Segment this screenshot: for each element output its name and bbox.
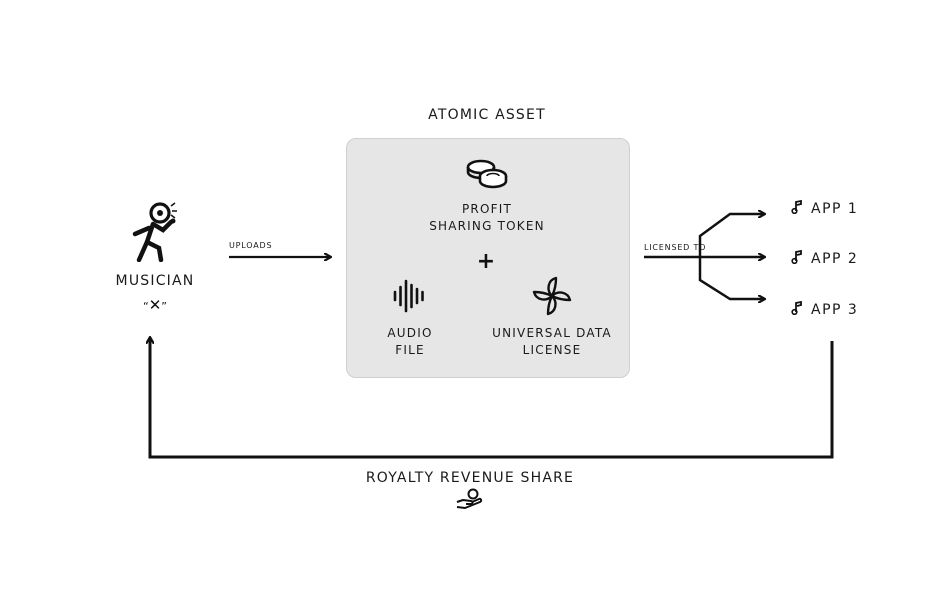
royalty-loop	[150, 338, 834, 459]
quote-close: ”	[161, 300, 167, 313]
audio-label: AUDIO FILE	[370, 325, 450, 359]
token-line1: PROFIT	[462, 202, 512, 216]
singer-icon	[127, 200, 185, 263]
license-line2: LICENSE	[522, 343, 582, 357]
app-label-2: APP 2	[811, 251, 859, 267]
musician-mark: “✕”	[120, 296, 190, 314]
app-label-3: APP 3	[811, 302, 859, 318]
coins-icon	[465, 158, 509, 190]
quote-open: “	[143, 300, 149, 313]
pinwheel-icon	[532, 276, 572, 316]
x-mark: ✕	[148, 296, 162, 314]
royalty-label: ROYALTY REVENUE SHARE	[365, 470, 575, 486]
token-label: PROFIT SHARING TOKEN	[407, 201, 567, 235]
audio-line2: FILE	[395, 343, 425, 357]
plus-sign: +	[476, 249, 496, 274]
app-item-2: APP 2	[791, 248, 859, 268]
waveform-icon	[392, 278, 428, 314]
branch-app3	[698, 257, 764, 299]
musician-label: MUSICIAN	[115, 273, 195, 289]
app-item-3: APP 3	[791, 299, 859, 319]
asset-title: ATOMIC ASSET	[428, 107, 546, 123]
music-note-icon	[791, 300, 803, 319]
app-label-1: APP 1	[811, 201, 859, 217]
license-line1: UNIVERSAL DATA	[492, 326, 612, 340]
uploads-label: UPLOADS	[229, 241, 273, 250]
token-line2: SHARING TOKEN	[429, 219, 545, 233]
music-note-icon	[791, 249, 803, 268]
audio-line1: AUDIO	[387, 326, 433, 340]
hand-coin-icon	[455, 488, 483, 510]
branch-app1	[698, 214, 764, 257]
app-item-1: APP 1	[791, 198, 859, 218]
licensed-to-label: LICENSED TO	[644, 243, 707, 252]
music-note-icon	[791, 199, 803, 218]
license-label: UNIVERSAL DATA LICENSE	[482, 325, 622, 359]
